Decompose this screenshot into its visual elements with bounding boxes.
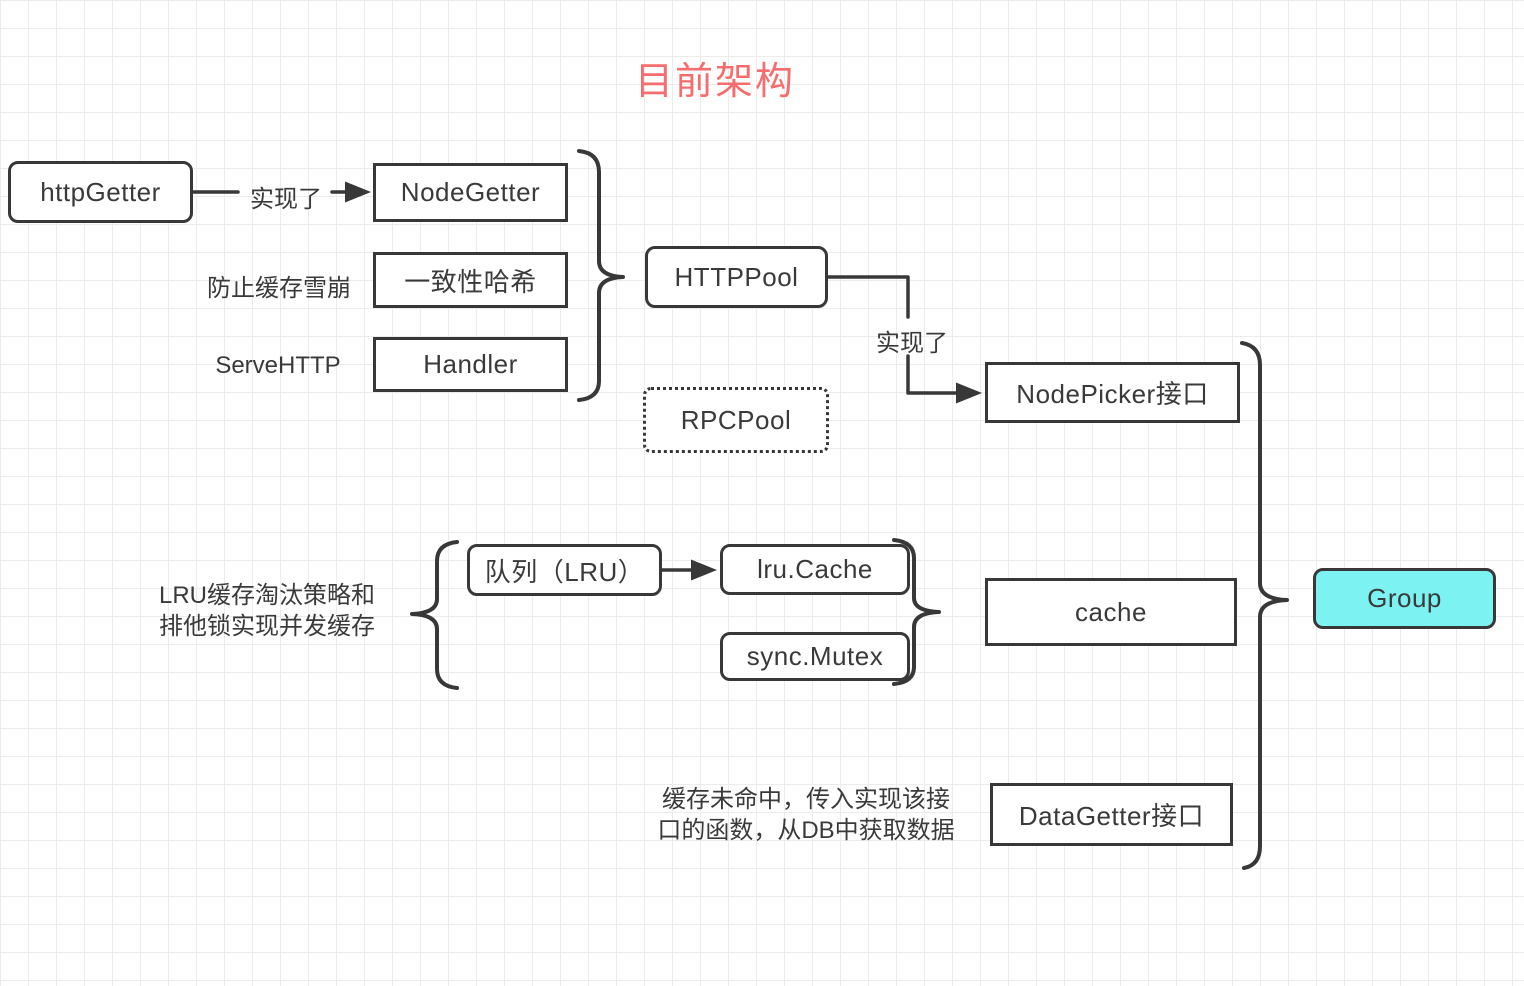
label-lru-note-line2: 排他锁实现并发缓存	[159, 613, 375, 640]
node-queue-lru: 队列（LRU）	[467, 544, 662, 596]
label-cache-miss-line2: 口的函数，从DB中获取数据	[657, 817, 955, 844]
node-httppool: HTTPPool	[645, 246, 828, 308]
arrow-httppool-nodepicker	[826, 275, 910, 319]
node-datagetter-interface: DataGetter接口	[990, 783, 1233, 846]
node-nodepicker-interface: NodePicker接口	[985, 362, 1240, 423]
node-lrucache: lru.Cache	[720, 544, 910, 595]
brace-lru-note	[410, 540, 459, 690]
label-lru-note: LRU缓存淘汰策略和 排他锁实现并发缓存	[152, 580, 382, 642]
node-consistent-hash: 一致性哈希	[373, 252, 568, 308]
arrowhead-icon	[345, 181, 371, 203]
node-cache: cache	[985, 578, 1237, 646]
label-lru-note-line1: LRU缓存淘汰策略和	[158, 582, 375, 609]
brace-getter-column	[577, 149, 625, 402]
node-rpcpool: RPCPool	[643, 387, 829, 453]
brace-group-column	[1240, 341, 1289, 870]
label-implements-2: 实现了	[876, 330, 948, 357]
label-cache-miss-note: 缓存未命中，传入实现该接 口的函数，从DB中获取数据	[646, 784, 966, 846]
page-title: 目前架构	[634, 61, 795, 103]
node-syncmutex: sync.Mutex	[720, 632, 910, 681]
node-group: Group	[1313, 568, 1496, 629]
node-nodegetter: NodeGetter	[373, 163, 568, 222]
label-servehttp: ServeHTTP	[215, 352, 341, 379]
node-httpgetter: httpGetter	[8, 161, 193, 223]
arrowhead-icon	[956, 382, 982, 404]
label-cache-miss-line1: 缓存未命中，传入实现该接	[662, 786, 950, 813]
node-handler: Handler	[373, 337, 568, 392]
label-implements-1: 实现了	[250, 186, 322, 213]
arrowhead-icon	[691, 559, 717, 581]
arrow-httppool-nodepicker	[906, 354, 958, 395]
label-prevent-avalanche: 防止缓存雪崩	[207, 275, 351, 302]
